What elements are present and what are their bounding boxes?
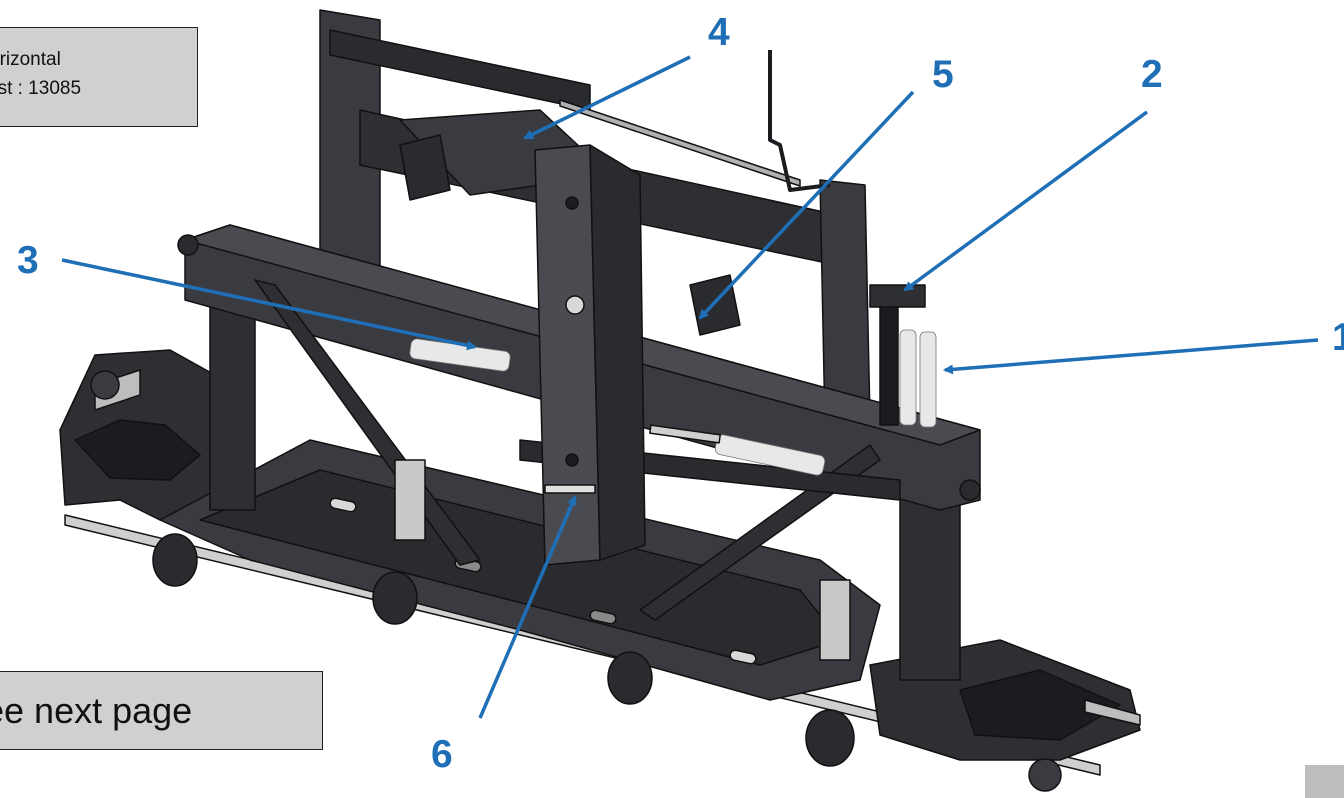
callout-number-2: 2: [1141, 53, 1163, 96]
arrow-6: [478, 495, 577, 719]
page-corner-tab: [1305, 765, 1344, 798]
callout-arrows: [61, 55, 1319, 719]
see-next-page-label: ee next page: [0, 690, 193, 731]
info-box: orizontal est : 13085: [0, 27, 198, 127]
see-next-page-box: ee next page: [0, 671, 323, 750]
arrow-4: [523, 55, 691, 140]
info-line-1: orizontal: [0, 49, 61, 70]
spring-vertical: [899, 329, 937, 428]
arrow-5: [698, 90, 915, 320]
callout-number-4: 4: [708, 11, 730, 54]
callout-number-3: 3: [17, 239, 39, 282]
spring-right: [714, 434, 826, 476]
machine-frame: [59, 9, 1141, 792]
callout-number-1: 1: [1332, 316, 1344, 359]
arrow-3: [61, 258, 477, 351]
arrow-2: [903, 110, 1149, 292]
callout-number-5: 5: [932, 53, 954, 96]
callout-number-6: 6: [431, 733, 453, 776]
arrow-1: [943, 338, 1319, 375]
info-line-2: est : 13085: [0, 78, 82, 99]
